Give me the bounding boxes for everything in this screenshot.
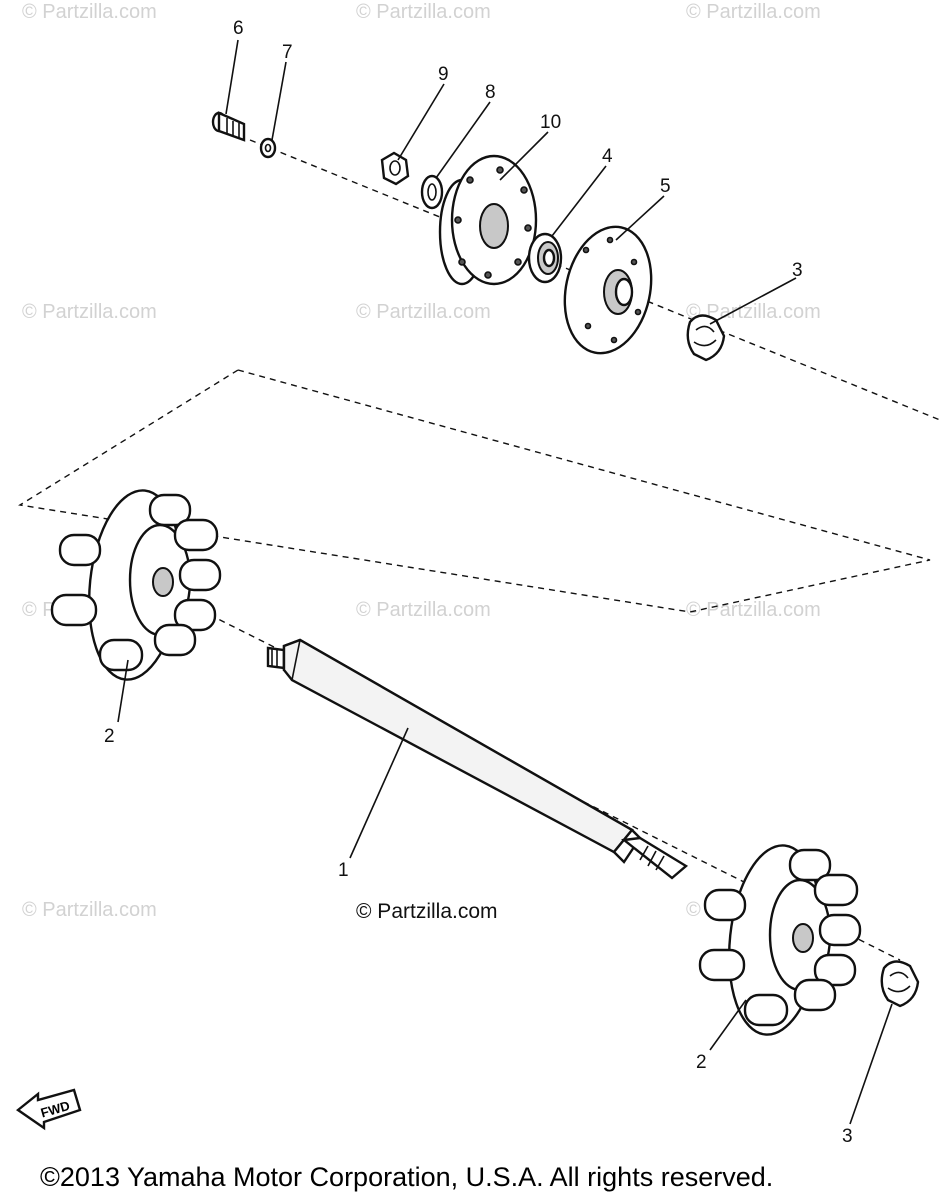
leader-8 (435, 101, 491, 179)
watermark: © Partzilla.com (356, 599, 491, 621)
watermark-layer: © Partzilla.com © Partzilla.com © Partzi… (22, 1, 821, 921)
watermark: © Partzilla.com (686, 599, 821, 621)
sprocket-part-2-left (50, 489, 222, 681)
plate-part-5 (563, 225, 653, 355)
callout-8: 8 (485, 82, 496, 103)
watermark: © Partzilla.com (22, 301, 157, 323)
callout-2: 2 (104, 726, 115, 747)
callout-10: 10 (540, 112, 561, 133)
washer-part-8 (420, 174, 444, 210)
watermark: © Partzilla.com (686, 1, 821, 23)
shaft-part-1 (266, 638, 689, 880)
watermark: © Partzilla.com (356, 1, 491, 23)
bolt-part-6 (211, 111, 246, 142)
callout-4: 4 (602, 146, 613, 167)
watermark: © Partzilla.com (356, 301, 491, 323)
sprocket-part-2-right (698, 844, 862, 1036)
callout-layer: 6 7 9 8 10 4 5 3 2 1 2 3 (104, 18, 853, 1147)
leader-1 (349, 727, 409, 859)
leader-9 (397, 83, 445, 161)
callout-9: 9 (438, 64, 449, 85)
callout-3: 3 (792, 260, 803, 281)
leader-5 (615, 195, 665, 241)
callout-5: 5 (660, 176, 671, 197)
leader-10 (499, 131, 549, 181)
leader-7 (271, 61, 287, 141)
bearing-housing-part-10 (438, 154, 538, 286)
leader-2-right (709, 999, 747, 1051)
clip-part-3-upper (686, 314, 726, 362)
watermark: © Partzilla.com (22, 1, 157, 23)
leader-lines (117, 39, 893, 1125)
leader-3-lower (849, 1003, 893, 1125)
nut-part-9 (380, 151, 410, 186)
callout-2: 2 (696, 1052, 707, 1073)
leader-3-upper (709, 277, 797, 325)
leader-6 (225, 39, 239, 115)
guide-frame (18, 369, 931, 613)
center-watermark: © Partzilla.com (356, 900, 498, 923)
leader-4 (551, 165, 607, 237)
callout-3: 3 (842, 1126, 853, 1147)
watermark: © Partzilla.com (686, 301, 821, 323)
callout-7: 7 (282, 42, 293, 63)
clip-part-3-lower (880, 960, 920, 1008)
callout-6: 6 (233, 18, 244, 39)
watermark: © Partzilla.com (22, 899, 157, 921)
callout-1: 1 (338, 860, 349, 881)
bearing-part-4 (527, 232, 563, 284)
washer-part-7 (259, 137, 277, 159)
leader-2-left (117, 659, 129, 723)
fwd-arrow-icon: FWD (15, 1088, 82, 1131)
copyright-notice: ©2013 Yamaha Motor Corporation, U.S.A. A… (40, 1162, 773, 1192)
upper-axis-line (249, 139, 941, 421)
